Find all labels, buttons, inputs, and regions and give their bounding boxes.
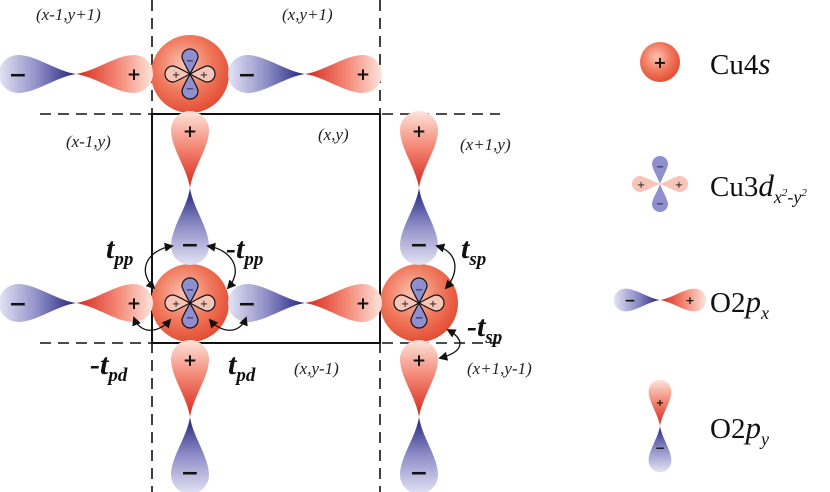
legend-item-cu4s: + Cu4s xyxy=(640,42,770,82)
cell-label-x-minus1-y: (x-1,y) xyxy=(66,132,111,151)
lobe-signs: − + − + − + − + + − + − + − + − xyxy=(9,63,428,486)
legend-cu4s-icon xyxy=(640,42,680,82)
legend: + Cu4s + + − − Cu3dx2-y2 xyxy=(613,42,807,473)
legend-o2px-label: O2px xyxy=(710,284,769,323)
cell-label-x-plus1-y-minus1: (x+1,y-1) xyxy=(467,359,532,378)
sign-minus: − xyxy=(9,292,27,317)
sign-minus: − xyxy=(181,233,199,258)
cell-labels: (x-1,y+1) (x,y+1) (x-1,y) (x,y) (x+1,y) … xyxy=(36,5,532,378)
cu-atom-top xyxy=(150,34,230,114)
legend-o2py-label: O2py xyxy=(710,410,769,449)
legend-item-o2px: − + O2px xyxy=(613,284,769,323)
arrow-t-sp xyxy=(435,243,456,290)
legend-o2py-sign: + xyxy=(656,398,664,409)
cu-atom-center xyxy=(150,263,230,343)
cell-label-x-minus1-y-plus1: (x-1,y+1) xyxy=(36,5,101,24)
cell-label-x-y-minus1: (x,y-1) xyxy=(294,359,339,378)
sign-plus: + xyxy=(127,294,141,314)
hopping-labels: tpp -tpp tsp -tsp -tpd tpd xyxy=(90,232,502,386)
sign-minus: − xyxy=(9,63,27,88)
legend-item-cu3d: + + − − Cu3dx2-y2 xyxy=(632,156,807,212)
label-t-pp: tpp xyxy=(106,232,133,270)
sign-plus: + xyxy=(412,351,426,371)
sign-minus: − xyxy=(238,292,256,317)
legend-cu3d-label: Cu3dx2-y2 xyxy=(710,168,807,207)
cell-label-x-y-plus1: (x,y+1) xyxy=(282,5,333,24)
legend-cu4s-label: Cu4s xyxy=(710,46,770,81)
label-neg-t-pp: -tpp xyxy=(226,232,263,270)
legend-cu3d-sign: + xyxy=(675,180,683,191)
sign-minus: − xyxy=(181,461,199,486)
sign-plus: + xyxy=(356,65,370,85)
unit-cell-box xyxy=(151,113,381,344)
legend-cu3d-sign: − xyxy=(656,162,664,173)
sign-minus: − xyxy=(238,63,256,88)
arrow-neg-t-pp xyxy=(206,242,237,290)
arrow-neg-t-sp xyxy=(438,329,461,361)
label-neg-t-sp: -tsp xyxy=(467,310,502,348)
sign-plus: + xyxy=(412,122,426,142)
legend-o2py-sign: − xyxy=(655,441,665,455)
arrow-neg-t-pd xyxy=(132,316,172,331)
legend-o2px-sign: + xyxy=(685,294,694,307)
sign-plus: + xyxy=(356,294,370,314)
legend-cu3d-icon: + + − − xyxy=(632,156,688,212)
sign-plus: + xyxy=(183,351,197,371)
legend-cu4s-sign: + xyxy=(653,53,666,72)
legend-o2px-sign: − xyxy=(624,293,636,309)
legend-cu3d-sign: − xyxy=(656,199,664,210)
cu-atom-right xyxy=(379,263,459,343)
label-neg-t-pd: -tpd xyxy=(90,348,128,386)
sign-plus: + xyxy=(183,122,197,142)
arrow-t-pp xyxy=(144,242,174,290)
legend-o2py-icon xyxy=(648,379,672,473)
cell-label-x-y: (x,y) xyxy=(318,125,349,144)
legend-item-o2py: + − O2py xyxy=(648,379,769,473)
sign-minus: − xyxy=(410,461,428,486)
label-t-pd: tpd xyxy=(228,348,256,386)
sign-plus: + xyxy=(127,65,141,85)
hopping-arrows xyxy=(132,242,461,361)
cell-label-x-plus1-y: (x+1,y) xyxy=(460,135,511,154)
label-t-sp: tsp xyxy=(461,232,486,270)
sign-minus: − xyxy=(410,233,428,258)
legend-cu3d-sign: + xyxy=(637,180,645,191)
arrow-t-pd xyxy=(208,316,248,331)
